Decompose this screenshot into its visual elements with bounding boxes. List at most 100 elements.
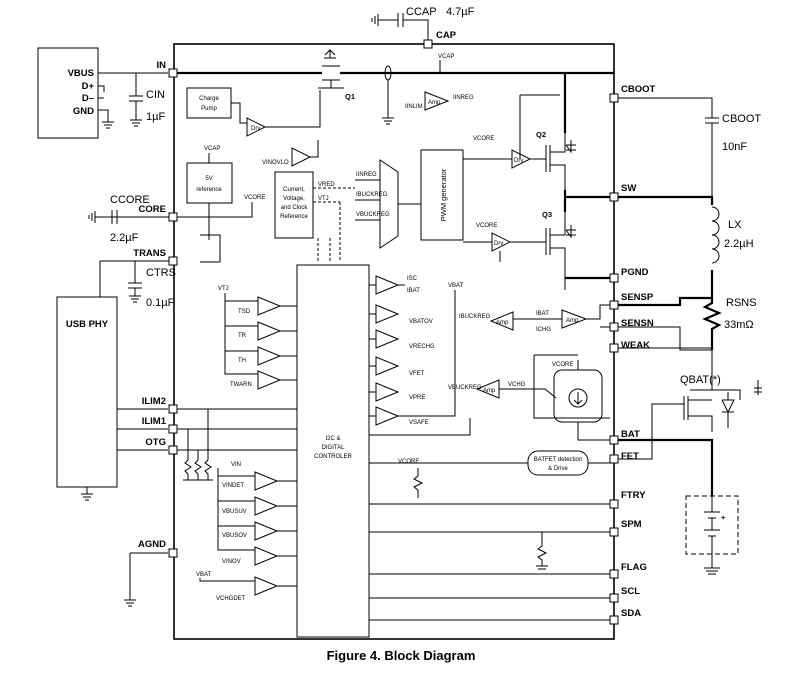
vchg-label: VCHG [508,382,526,388]
ic-outline [173,43,615,640]
q1-label: Q1 [345,92,355,101]
cboot-label: CBOOT [722,113,761,125]
cboot-value: 10nF [722,141,747,153]
charge-pump-line1: Charge [199,96,219,102]
pin-fet-label: FET [621,451,639,462]
ctrs-label: CTRS [146,267,176,279]
vchg-amp-label: Amp [483,388,496,394]
vcore-ref-label: VCORE [244,195,265,201]
cin-label: CIN [146,89,165,101]
pin-cboot-label: CBOOT [621,84,656,95]
vcore-pullup-label: VCORE [398,459,419,465]
iinlim-amp-label: Amp [428,100,441,106]
q2-label: Q2 [536,130,546,139]
pin-otg-label: OTG [145,437,166,448]
vbat-cmp-label: VBAT [448,283,464,289]
usb-vbus-label: VBUS [68,68,94,79]
vtj-ref-label: VTJ [318,196,329,202]
ctrs-value: 0.1µF [146,297,175,309]
vbat-low-label: VBAT [196,572,212,578]
ccap-value: 4.7µF [446,6,475,18]
th-label: TH [238,358,246,364]
ibuckreg-sense-label: IBUCKREG [459,314,491,320]
ccore-label: CCORE [110,194,150,206]
right-comparators [375,275,400,426]
figure-caption: Figure 4. Block Diagram [326,648,476,663]
pulldown-resistors [183,459,213,481]
reference-line2: Voltage, [283,196,305,202]
ccap-label: CCAP [406,6,437,18]
tr-label: TR [238,333,247,339]
vtj-label: VTJ [218,286,229,292]
vbusuv-label: VBUSUV [222,509,247,515]
svg-text:+: + [721,513,726,522]
thermal-comparators [257,296,282,390]
pin-ilim1-label: ILIM1 [142,416,167,427]
mux-sum [379,159,399,249]
batfet-line2: & Drive [548,466,568,472]
cp-driver-amp [246,117,267,137]
rsns-label: RSNS [726,297,757,309]
vin-comparators [254,471,279,596]
pin-ilim2-label: ILIM2 [142,396,166,407]
charge-pump-line2: Pump [201,106,217,112]
twarn-label: TWARN [230,382,252,388]
ref5v-line2: reference [196,187,222,193]
pin-cap-square [423,39,433,49]
vsafe-label: VSAFE [409,420,429,426]
batfet-line1: BATFET detection [534,457,582,463]
ibat-label: IBAT [407,288,420,294]
vfet-label: VFET [409,371,425,377]
pin-sensp-label: SENSP [621,292,654,303]
pwm-block [420,149,464,241]
q2-drv-label: Drv [514,158,523,164]
i2c-line2: DIGITAL [322,445,346,451]
cin-value: 1µF [146,111,165,123]
pwm-label: PWM generator [439,168,448,221]
vcore-q3-label: VCORE [476,223,497,229]
pin-sda-label: SDA [621,608,641,619]
pin-sw-label: SW [621,183,636,194]
pin-weak-label: WEAK [621,340,650,351]
reference-line4: Reference [280,214,308,220]
vcap-top-label: VCAP [438,54,454,60]
ibat-sense-label: IBAT [536,311,549,317]
usb-gnd-label: GND [73,106,94,117]
ref5v-block [186,162,233,204]
tsd-label: TSD [238,309,251,315]
usb-dplus-label: D+ [82,81,95,92]
pin-sensn-label: SENSN [621,318,654,329]
vrechg-label: VRECHG [409,344,435,350]
lx-label: LX [728,219,742,231]
vbuckreg-chg-label: VBUCKREG [448,385,482,391]
vindet-label: VINDET [222,483,244,489]
reference-line3: and Clock [281,205,309,211]
iinlim-label: IINLIM [405,104,423,110]
vbusov-label: VBUSOV [222,533,247,539]
q3-label: Q3 [542,210,552,219]
vinovlo-comparator [291,147,312,167]
vinov-label: VINOV [222,559,241,565]
pin-cap-label: CAP [436,30,457,41]
pin-ftry-label: FTRY [621,490,646,501]
sense-amp-label: Amp [566,318,579,324]
charge-pump-block [186,87,232,119]
vcore-q2-label: VCORE [473,136,494,142]
usb-phy-label: USB PHY [66,319,109,330]
i2c-line3: CONTROLER [314,454,352,460]
pin-core-label: CORE [139,204,166,215]
pin-spm-label: SPM [621,519,642,530]
vin-label: VIN [231,462,241,468]
vbuckreg-label: VBUCKREG [356,212,390,218]
lx-value: 2.2µH [724,238,754,250]
vred-label: VRED [318,182,335,188]
vpre-label: VPRE [409,395,425,401]
ref5v-vcap: VCAP [204,146,220,152]
vinovlo-label: VINOVLO [262,160,289,166]
pin-scl-label: SCL [621,586,640,597]
ibuckreg-label: IBUCKREG [356,192,388,198]
usb-dminus-label: D– [82,93,94,104]
pin-bat-label: BAT [621,429,640,440]
pin-trans-label: TRANS [133,248,166,259]
